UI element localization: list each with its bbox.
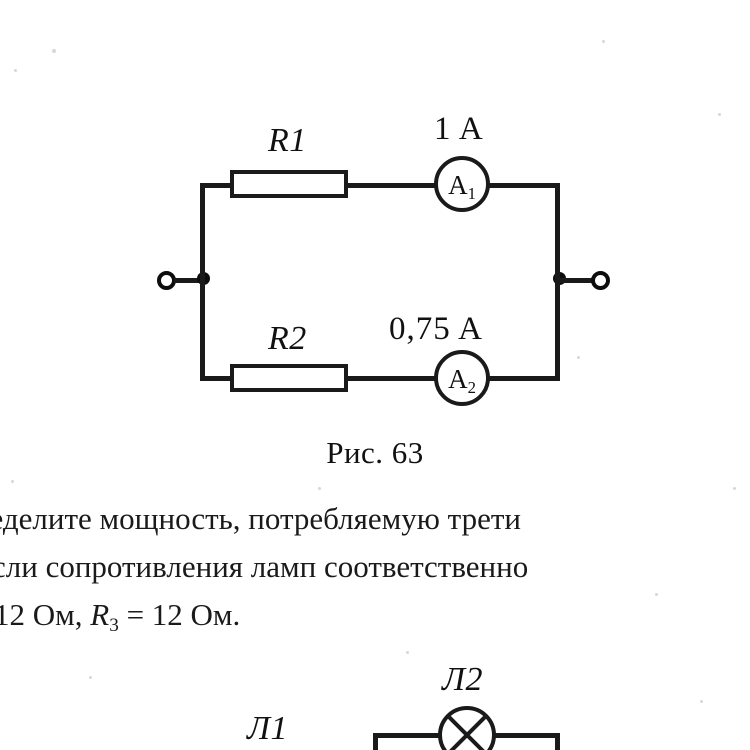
line3-suffix: = 12 Ом. xyxy=(118,597,241,632)
ammeter-a2-label: A2 xyxy=(448,363,476,397)
branch1-wire-middle xyxy=(345,183,436,188)
problem-text-line-2: сли сопротивления ламп соответственно xyxy=(0,549,529,584)
ammeter-a1: A1 xyxy=(434,156,490,212)
left-rail-upper xyxy=(200,183,205,283)
lamp2-wire-right xyxy=(493,733,560,738)
problem-text-line-3: 12 Ом, R3 = 12 Ом. xyxy=(0,597,241,635)
lamp2-symbol xyxy=(438,706,496,750)
branch1-current-label: 1 A xyxy=(434,111,484,147)
lamp2-label: Л2 xyxy=(442,661,484,698)
resistor-r1-label: R1 xyxy=(268,122,307,159)
branch2-wire-left xyxy=(200,376,234,381)
resistor-r2-label: R2 xyxy=(268,320,307,357)
resistor-r2-body xyxy=(230,364,348,392)
line3-subscript: 3 xyxy=(109,615,119,636)
figure-63-caption: Рис. 63 xyxy=(326,435,424,470)
line3-symbol: R xyxy=(90,597,110,632)
ammeter-a2: A2 xyxy=(434,350,490,406)
lamp1-label: Л1 xyxy=(247,710,289,747)
right-rail-upper xyxy=(555,183,560,283)
branch2-wire-right xyxy=(488,376,560,381)
branch1-wire-left xyxy=(200,183,234,188)
branch1-wire-right xyxy=(488,183,560,188)
right-terminal-lead xyxy=(559,278,593,283)
ammeter-a1-label: A1 xyxy=(448,169,476,203)
lamp2-drop-right xyxy=(555,733,560,750)
left-rail-lower xyxy=(200,278,205,380)
left-terminal-lead xyxy=(174,278,208,283)
line3-prefix: 12 Ом, xyxy=(0,597,91,632)
problem-text-line-1: ределите мощность, потребляемую трети xyxy=(0,501,521,536)
lamp2-wire-left xyxy=(373,733,443,738)
right-rail-lower xyxy=(555,278,560,380)
right-terminal-circle xyxy=(591,271,610,290)
branch2-current-label: 0,75 A xyxy=(389,311,484,347)
lamp2-drop-left xyxy=(373,733,378,750)
resistor-r1-body xyxy=(230,170,348,198)
branch2-wire-middle xyxy=(345,376,436,381)
